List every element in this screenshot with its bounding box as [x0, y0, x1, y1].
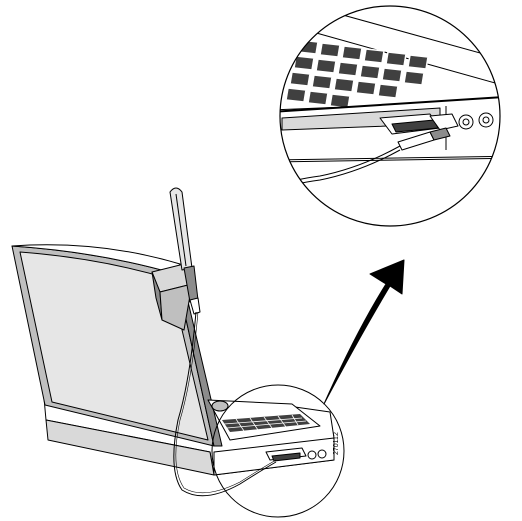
antenna-mount — [151, 263, 193, 331]
keyboard-key-grid — [223, 414, 307, 432]
detail-pc-card — [379, 113, 459, 135]
detail-keyboard — [285, 39, 429, 109]
pc-card-icon — [265, 447, 307, 462]
antenna-icon — [169, 187, 201, 315]
magnifier-small — [211, 384, 345, 518]
laptop-lid-top-edge — [11, 244, 181, 275]
antenna-cable — [173, 311, 277, 497]
keyboard-keys — [222, 414, 310, 432]
figure-id-label: 270112 — [333, 432, 340, 455]
port — [317, 449, 327, 459]
curved-arrow-icon — [323, 259, 405, 405]
port — [307, 450, 317, 460]
trackball — [211, 400, 229, 412]
detail-view — [279, 5, 501, 227]
